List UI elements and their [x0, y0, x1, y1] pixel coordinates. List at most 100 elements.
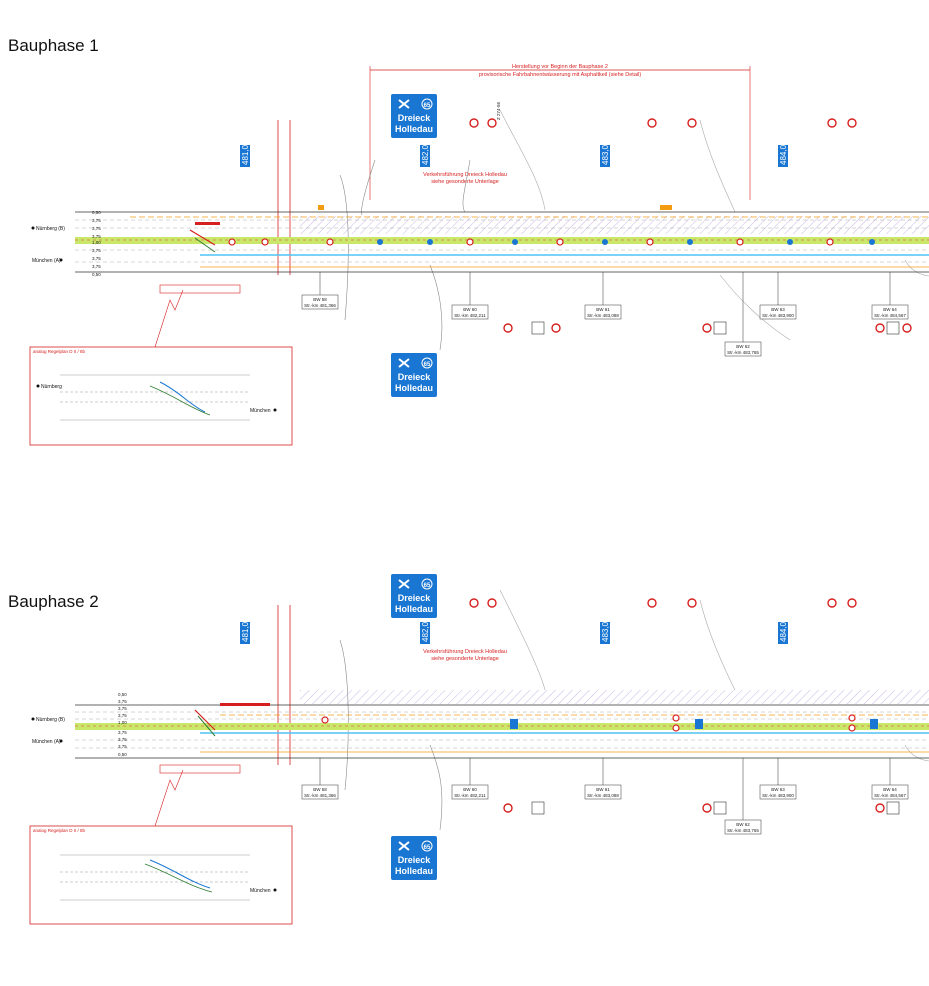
svg-text:481,0: 481,0 [241, 621, 250, 642]
detour-note-2: siehe gesonderte Unterlage [431, 179, 499, 185]
km-marker-482: 482,0 [420, 144, 430, 167]
svg-text:3,75: 3,75 [92, 226, 101, 231]
top-note-line-2: provisorische Fahrbahnentwässerung mit A… [479, 72, 641, 78]
svg-text:Str.-km 484,567: Str.-km 484,567 [874, 313, 906, 318]
svg-text:482,0: 482,0 [421, 144, 430, 165]
junction-line-1: Dreieck [398, 113, 432, 123]
km-marker-483: 483,0 [600, 621, 610, 644]
svg-text:0,50: 0,50 [118, 692, 127, 697]
svg-text:482,0: 482,0 [421, 621, 430, 642]
km-marker-481: 481,0 [240, 621, 250, 644]
sign-cluster: Z 274-56 [469, 101, 857, 128]
svg-text:BW 62: BW 62 [736, 822, 750, 827]
svg-text:1,00: 1,00 [118, 720, 127, 725]
junction-sign-top: 65 Dreieck Holledau [391, 574, 437, 618]
svg-text:481,0: 481,0 [241, 144, 250, 165]
svg-text:65: 65 [424, 845, 431, 851]
svg-text:Str.-km 483,765: Str.-km 483,765 [727, 828, 759, 833]
detail-callout: analog Regelplan D II / 8b Nürnberg Münc… [29, 284, 293, 446]
svg-text:BW 64: BW 64 [883, 787, 897, 792]
lane-symbols [321, 714, 878, 732]
direction-south: München (A) [32, 739, 61, 745]
direction-south: München (A) [32, 258, 61, 264]
svg-text:Str.-km 483,088: Str.-km 483,088 [587, 793, 619, 798]
svg-text:3,75: 3,75 [118, 706, 127, 711]
detail-callout: analog Regelplan D II / 8b München [29, 764, 293, 925]
svg-text:Str.-km 483,765: Str.-km 483,765 [727, 350, 759, 355]
bridge-bw63: BW 63 Str.-km 483,900 [759, 272, 797, 320]
svg-text:Str.-km 483,900: Str.-km 483,900 [762, 793, 794, 798]
svg-text:65: 65 [424, 583, 431, 589]
sign-cluster-bottom [503, 321, 912, 335]
svg-text:Str.-km 481,366: Str.-km 481,366 [304, 793, 336, 798]
junction-sign-bottom: 65 Dreieck Holledau [391, 836, 437, 880]
km-marker-483: 483,0 [600, 144, 610, 167]
svg-text:3,75: 3,75 [92, 234, 101, 239]
bridge-bw58: BW 58 Str.-km 481,366 [301, 272, 339, 310]
svg-text:BW 61: BW 61 [596, 787, 610, 792]
svg-text:3,75: 3,75 [118, 744, 127, 749]
svg-text:3,75: 3,75 [92, 218, 101, 223]
svg-text:Str.-km 483,088: Str.-km 483,088 [587, 313, 619, 318]
lane-widths: 0,50 3,75 3,75 3,75 1,00 3,75 3,75 3,75 … [92, 210, 101, 277]
svg-text:Str.-km 482,211: Str.-km 482,211 [454, 793, 486, 798]
top-note-line-1: Herstellung vor Beginn der Bauphase 2 [512, 64, 608, 70]
bridge-bw60: BW 60 Str.-km 482,211 [451, 272, 489, 320]
svg-text:Z 274-56: Z 274-56 [496, 101, 501, 120]
phase-1-plan: Herstellung vor Beginn der Bauphase 2 pr… [29, 64, 929, 446]
svg-text:3,75: 3,75 [92, 248, 101, 253]
junction-sign-top: 65 Dreieck Holledau [391, 94, 437, 138]
bridge-bw62: BW 62 Str.-km 483,765 [724, 272, 762, 357]
svg-text:3,75: 3,75 [118, 730, 127, 735]
bridge-bw62: BW 62 Str.-km 483,765 [724, 758, 762, 835]
svg-text:3,75: 3,75 [118, 713, 127, 718]
svg-text:0,50: 0,50 [92, 210, 101, 215]
svg-text:BW 60: BW 60 [463, 307, 477, 312]
phase-2: Bauphase 2 65 Dreieck Holledau 65 Dreiec… [0, 490, 929, 986]
detail-caption: analog Regelplan D II / 8b [33, 349, 86, 354]
detail-south: München [250, 888, 271, 894]
svg-text:Dreieck: Dreieck [398, 593, 432, 603]
carriageway [75, 211, 929, 273]
svg-text:484,0: 484,0 [779, 144, 788, 165]
km-marker-484: 484,0 [778, 144, 788, 167]
svg-text:3,75: 3,75 [118, 737, 127, 742]
svg-text:483,0: 483,0 [601, 144, 610, 165]
bridge-bw58: BW 58 Str.-km 481,366 [301, 758, 339, 800]
svg-text:BW 58: BW 58 [313, 787, 327, 792]
svg-text:BW 58: BW 58 [313, 297, 327, 302]
detour-note-1: Verkehrsführung Dreieck Holledau [423, 172, 507, 178]
detail-caption: analog Regelplan D II / 8b [33, 828, 86, 833]
junction-line-2: Holledau [395, 124, 433, 134]
phase-title: Bauphase 1 [8, 36, 99, 55]
junction-line-1: Dreieck [398, 372, 432, 382]
bridge-bw63: BW 63 Str.-km 483,900 [759, 758, 797, 800]
svg-text:Str.-km 482,211: Str.-km 482,211 [454, 313, 486, 318]
svg-text:Holledau: Holledau [395, 866, 433, 876]
svg-text:3,75: 3,75 [92, 264, 101, 269]
bridge-bw60: BW 60 Str.-km 482,211 [451, 758, 489, 800]
svg-text:1,00: 1,00 [92, 240, 101, 245]
km-marker-482: 482,0 [420, 621, 430, 644]
svg-text:BW 64: BW 64 [883, 307, 897, 312]
svg-text:Str.-km 483,900: Str.-km 483,900 [762, 313, 794, 318]
km-marker-481: 481,0 [240, 144, 250, 167]
svg-text:3,75: 3,75 [118, 699, 127, 704]
direction-north: Nürnberg (B) [36, 226, 65, 232]
junction-number: 65 [424, 103, 431, 109]
svg-text:Holledau: Holledau [395, 604, 433, 614]
detour-note-2: siehe gesonderte Unterlage [431, 656, 499, 662]
carriageway [75, 690, 929, 759]
detail-south: München [250, 408, 271, 414]
sign-cluster [469, 598, 900, 815]
lane-widths: 0,50 3,75 3,75 3,75 1,00 3,75 3,75 3,75 … [118, 692, 127, 757]
bridge-bw64: BW 64 Str.-km 484,567 [871, 758, 909, 800]
svg-text:Dreieck: Dreieck [398, 855, 432, 865]
bridge-bw61: BW 61 Str.-km 483,088 [584, 272, 622, 320]
bridge-bw61: BW 61 Str.-km 483,088 [584, 758, 622, 800]
svg-text:BW 63: BW 63 [771, 307, 785, 312]
phase-1: Bauphase 1 Herstellung vor Beginn der Ba… [0, 0, 929, 490]
direction-north: Nürnberg (B) [36, 717, 65, 723]
svg-text:BW 63: BW 63 [771, 787, 785, 792]
svg-text:BW 61: BW 61 [596, 307, 610, 312]
